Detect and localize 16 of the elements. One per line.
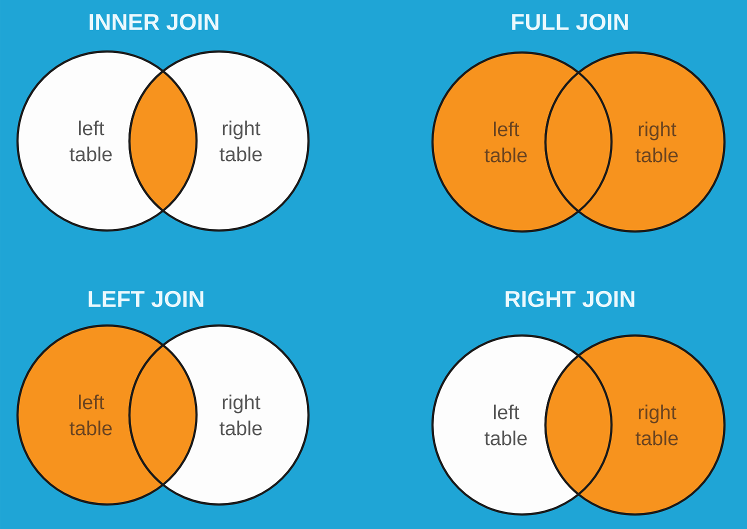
circle-label: right table bbox=[636, 122, 678, 162]
overlap-region bbox=[128, 344, 198, 486]
circle-label: left table bbox=[70, 394, 112, 436]
overlap-region bbox=[544, 354, 613, 496]
circle-label: right table bbox=[220, 394, 262, 436]
join-title: LEFT JOIN bbox=[88, 290, 204, 308]
circle-label: left table bbox=[484, 122, 527, 162]
circle-label: left table bbox=[484, 404, 527, 446]
join-title: FULL JOIN bbox=[512, 14, 628, 30]
circle-label: left table bbox=[70, 120, 112, 162]
circle-label: right table bbox=[636, 404, 678, 446]
join-title: INNER JOIN bbox=[90, 14, 218, 30]
circle-label: right table bbox=[220, 120, 262, 162]
overlap-region bbox=[128, 70, 198, 212]
join-title: RIGHT JOIN bbox=[506, 290, 634, 308]
overlap-region bbox=[544, 71, 613, 212]
